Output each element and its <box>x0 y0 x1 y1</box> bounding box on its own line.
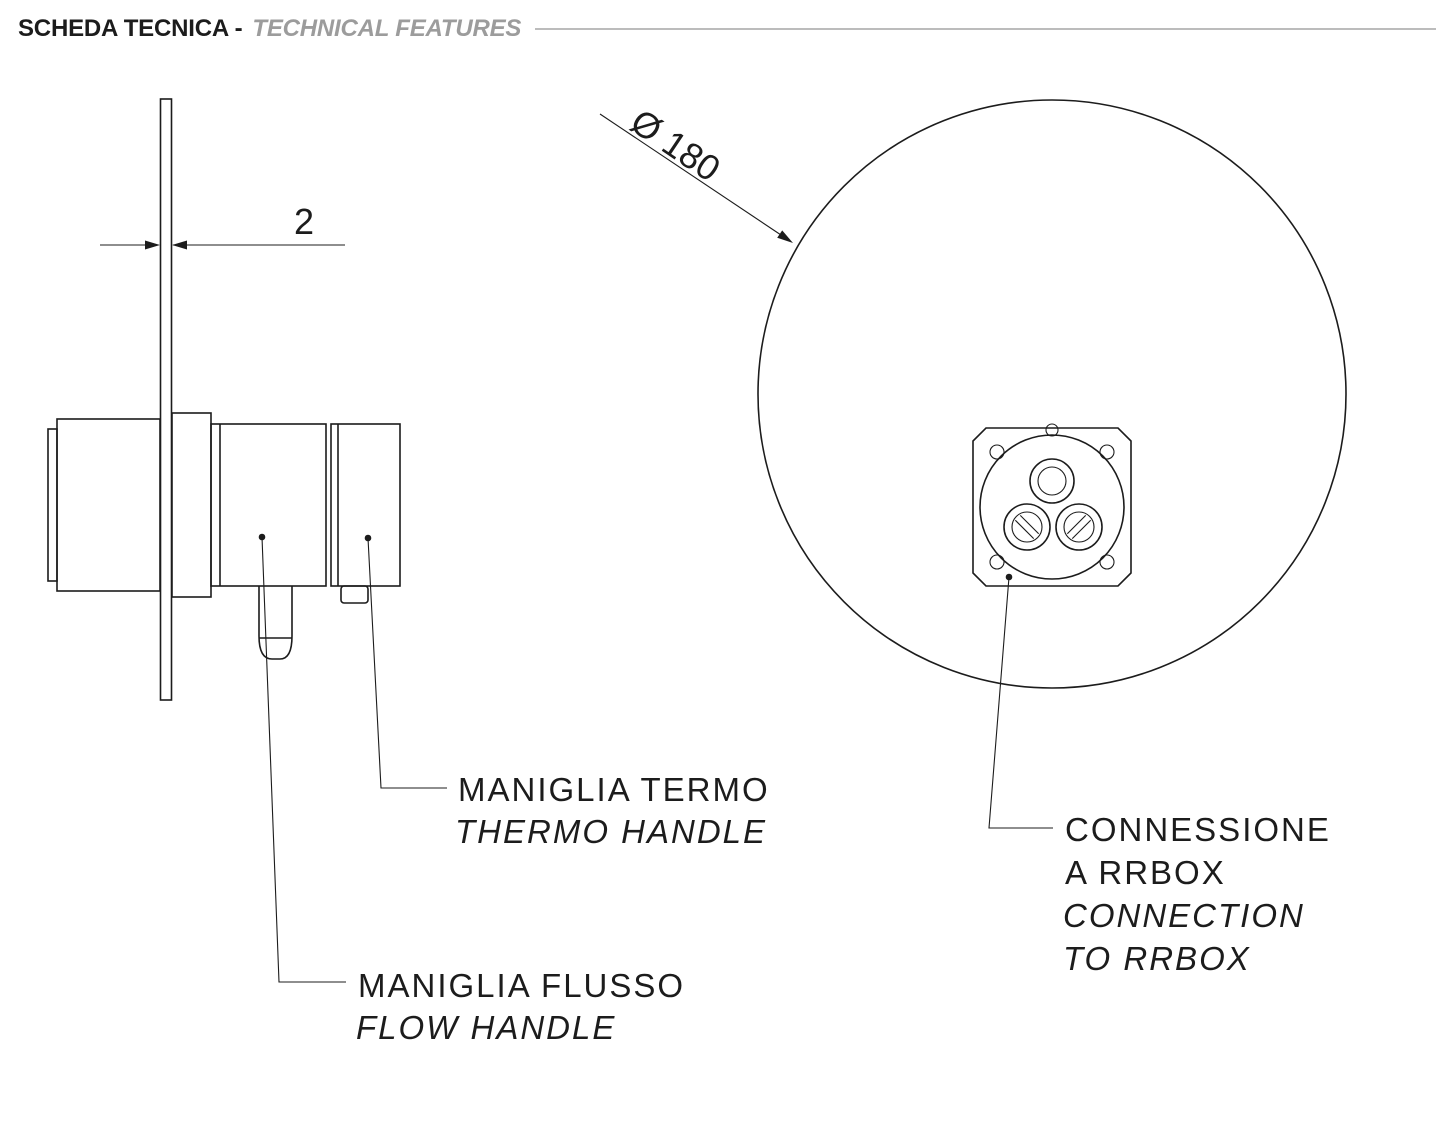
thermo-leader-line <box>367 537 447 789</box>
port-right-outer <box>1055 503 1103 551</box>
flange-screw-hole-tr <box>1099 444 1115 460</box>
diameter-value: Ø 180 <box>624 101 728 190</box>
escutcheon-hub-shape <box>171 412 212 598</box>
flow-lever-shape <box>258 586 293 660</box>
connection-label-line2: A RRBOX <box>1065 854 1226 891</box>
thermo-nub-shape <box>340 585 369 604</box>
flow-handle-label-it: MANIGLIA FLUSSO <box>358 967 685 1004</box>
connection-label-line4: TO RRBOX <box>1063 940 1251 977</box>
port-right-inner <box>1063 511 1095 543</box>
diameter-arrowhead <box>777 230 793 243</box>
front-view <box>757 99 1347 689</box>
side-view <box>47 98 401 701</box>
thermo-handle-shape <box>330 423 401 587</box>
connection-label-line1: CONNESSIONE <box>1065 811 1331 848</box>
header-title-english: TECHNICAL FEATURES <box>252 15 522 42</box>
header-rule-line <box>535 28 1436 30</box>
diameter-callout: Ø 180 <box>599 101 793 243</box>
thermo-handle-label-it: MANIGLIA TERMO <box>458 771 770 808</box>
flange-bore-circle <box>979 434 1125 580</box>
plate-thickness-value: 2 <box>294 201 314 242</box>
connection-label-line3: CONNECTION <box>1063 897 1305 934</box>
rrbox-flange-shape <box>972 427 1132 587</box>
flow-leader-line <box>261 536 346 983</box>
flow-handle-shape <box>210 423 327 587</box>
flange-screw-hole-tl <box>989 444 1005 460</box>
side-view-leaders <box>258 533 447 983</box>
flow-handle-label-en: FLOW HANDLE <box>356 1009 616 1046</box>
flange-index-hole <box>1045 423 1059 437</box>
port-top-outer <box>1029 458 1075 504</box>
port-left-outer <box>1003 503 1051 551</box>
inwall-body-shape <box>56 418 161 592</box>
dim-arrow-left <box>145 240 160 250</box>
connection-callout: CONNESSIONE A RRBOX CONNECTION TO RRBOX <box>988 573 1331 977</box>
plate-thickness-dimension: 2 <box>100 201 345 250</box>
port-left-inner <box>1011 511 1043 543</box>
port-top-inner <box>1037 466 1067 496</box>
dim-arrow-right <box>172 240 187 250</box>
header-title-italian: SCHEDA TECNICA - <box>18 15 243 42</box>
flange-screw-hole-bl <box>989 554 1005 570</box>
inwall-body-cap-shape <box>47 428 58 582</box>
port-right-slot <box>1066 514 1092 540</box>
front-plate-circle <box>757 99 1347 689</box>
connection-leader-line <box>988 576 1053 829</box>
port-left-slot <box>1014 514 1040 540</box>
wall-plate-shape <box>159 98 173 701</box>
thermo-handle-label-en: THERMO HANDLE <box>455 813 767 850</box>
sheet-header: SCHEDA TECNICA - TECHNICAL FEATURES <box>18 15 1436 43</box>
diameter-leader-line <box>599 113 791 242</box>
flange-screw-hole-br <box>1099 554 1115 570</box>
